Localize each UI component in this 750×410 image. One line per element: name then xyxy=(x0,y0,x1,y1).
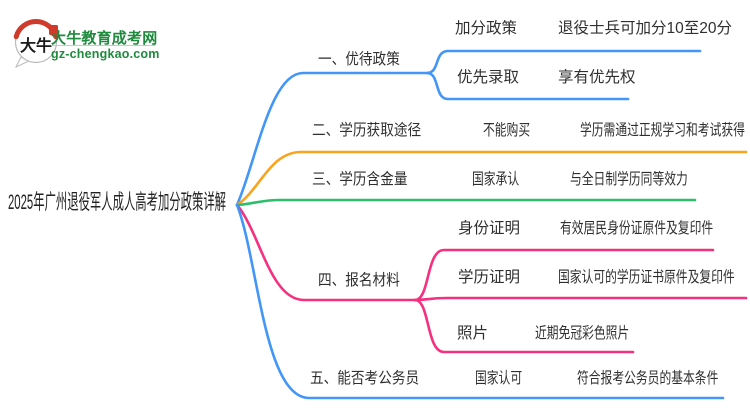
branch-4-child-3-label: 照片 xyxy=(457,325,489,342)
branch-4-child-2-leaf: 国家认可的学历证书原件及复印件 xyxy=(558,269,735,286)
logo-badge-icon: 大牛 xyxy=(13,19,59,69)
branch-5-label: 五、能否考公务员 xyxy=(310,370,420,387)
branch-4-label: 四、报名材料 xyxy=(318,272,400,289)
branch-3-child-1-label: 国家承认 xyxy=(472,171,520,188)
branch-2-child-1-label: 不能购买 xyxy=(483,122,531,139)
branch-4-child-3-leaf: 近期免冠彩色照片 xyxy=(535,325,630,342)
branch-4-child-1-label: 身份证明 xyxy=(458,220,521,237)
logo-badge-text: 大牛 xyxy=(20,36,52,55)
branch-4-child-2-label: 学历证明 xyxy=(458,269,521,286)
branch-2-child-1-leaf: 学历需通过正规学习和考试获得 xyxy=(580,122,745,139)
branch-4-child-1-leaf: 有效居民身份证原件及复印件 xyxy=(560,220,714,237)
branch-3-label: 三、学历含金量 xyxy=(312,171,408,188)
logo-seal xyxy=(49,25,58,35)
branch-3-line xyxy=(235,198,697,207)
branch-2-label: 二、学历获取途径 xyxy=(312,122,422,139)
site-domain: gz-chengkao.com xyxy=(51,46,160,61)
site-logo: 大牛 大牛教育成考网 gz-chengkao.com xyxy=(8,12,178,72)
branch-4-child-2-line xyxy=(413,296,748,302)
branch-5-child-1-leaf: 符合报考公务员的基本条件 xyxy=(577,370,719,387)
branch-1-child-1-label: 加分政策 xyxy=(455,20,518,37)
branch-1-child-2-leaf: 享有优先权 xyxy=(558,69,636,86)
branch-5-child-1-label: 国家认可 xyxy=(475,370,523,387)
branch-1-child-1-leaf: 退役士兵可加分10至20分 xyxy=(558,20,732,37)
branch-3-child-1-leaf: 与全日制学历同等效力 xyxy=(570,171,688,188)
mindmap-root-node: 2025年广州退役军人成人高考加分政策详解 xyxy=(8,191,227,214)
branch-1-label: 一、优待政策 xyxy=(318,51,400,68)
site-name: 大牛教育成考网 xyxy=(51,30,158,47)
logo-divider xyxy=(51,44,155,46)
branch-1-child-2-label: 优先录取 xyxy=(457,69,520,86)
